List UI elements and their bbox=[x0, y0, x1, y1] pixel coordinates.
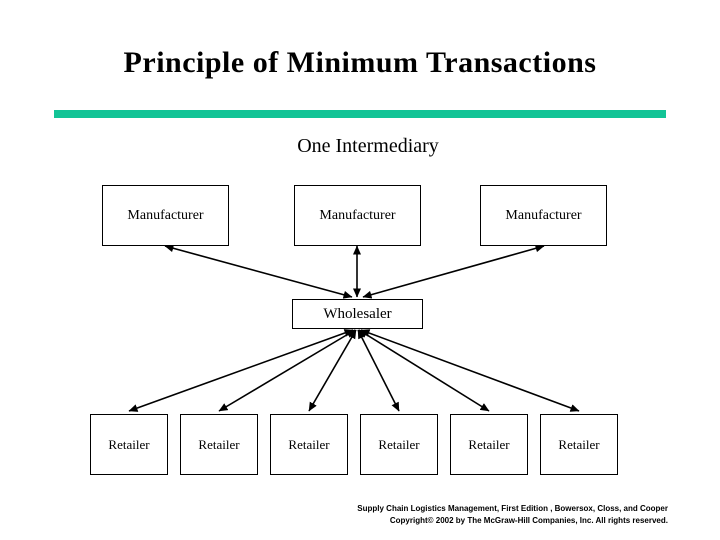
retailer-label: Retailer bbox=[198, 436, 240, 452]
arrow-wholesaler-retailer3 bbox=[308, 329, 357, 412]
title-divider-bar bbox=[54, 110, 666, 118]
slide-subtitle: One Intermediary bbox=[297, 135, 439, 157]
manufacturer-box-3: Manufacturer bbox=[480, 185, 607, 246]
retailer-box-5: Retailer bbox=[450, 414, 528, 475]
manufacturer-label: Manufacturer bbox=[505, 207, 582, 223]
manufacturer-label: Manufacturer bbox=[127, 207, 204, 223]
retailer-label: Retailer bbox=[468, 436, 510, 452]
manufacturer-box-1: Manufacturer bbox=[102, 185, 229, 246]
footer-attribution: Supply Chain Logistics Management, First… bbox=[268, 503, 668, 527]
retailer-box-4: Retailer bbox=[360, 414, 438, 475]
arrow-wholesaler-retailer1 bbox=[128, 329, 354, 412]
footer-line1: Supply Chain Logistics Management, First… bbox=[357, 504, 668, 513]
footer-line2: Copyright© 2002 by The McGraw-Hill Compa… bbox=[389, 516, 668, 525]
arrow-wholesaler-retailer5 bbox=[358, 329, 490, 412]
retailer-label: Retailer bbox=[378, 436, 420, 452]
slide-title: Principle of Minimum Transactions bbox=[123, 46, 597, 79]
retailer-box-1: Retailer bbox=[90, 414, 168, 475]
retailer-box-2: Retailer bbox=[180, 414, 258, 475]
retailer-box-3: Retailer bbox=[270, 414, 348, 475]
manufacturer-box-2: Manufacturer bbox=[294, 185, 421, 246]
retailer-box-6: Retailer bbox=[540, 414, 618, 475]
arrow-wholesaler-retailer2 bbox=[218, 329, 356, 412]
arrow-wholesaler-retailer6 bbox=[360, 329, 580, 412]
wholesaler-label: Wholesaler bbox=[323, 305, 392, 322]
retailer-label: Retailer bbox=[558, 436, 600, 452]
arrow-manufacturer1-wholesaler bbox=[164, 244, 353, 299]
arrow-wholesaler-retailer4 bbox=[357, 329, 400, 412]
wholesaler-box: Wholesaler bbox=[292, 299, 423, 329]
manufacturer-label: Manufacturer bbox=[319, 207, 396, 223]
retailer-label: Retailer bbox=[288, 436, 330, 452]
retailer-label: Retailer bbox=[108, 436, 150, 452]
arrow-manufacturer3-wholesaler bbox=[362, 244, 545, 299]
